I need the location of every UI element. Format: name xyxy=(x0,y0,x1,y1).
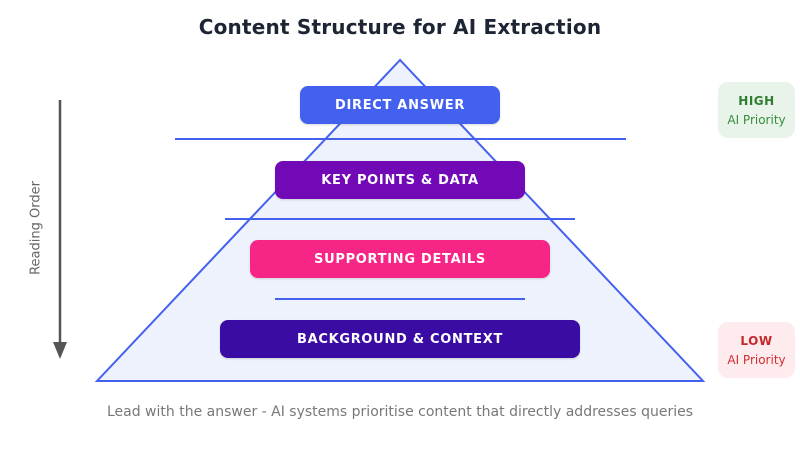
pyramid-level-key-points: KEY POINTS & DATA xyxy=(275,161,525,199)
pyramid-level-label: BACKGROUND & CONTEXT xyxy=(296,331,504,347)
pyramid-level-background-context: BACKGROUND & CONTEXT xyxy=(220,320,580,358)
low-priority-label: LOW xyxy=(740,333,773,348)
pyramid-level-supporting-details: SUPPORTING DETAILS xyxy=(250,240,550,278)
pyramid-level-label: SUPPORTING DETAILS xyxy=(314,251,486,267)
pyramid-shape xyxy=(94,58,706,382)
high-priority-badge: HIGH AI Priority xyxy=(718,82,795,138)
pyramid-level-label: DIRECT ANSWER xyxy=(334,97,466,113)
reading-order-arrowhead-icon xyxy=(53,342,67,359)
page-title: Content Structure for AI Extraction xyxy=(198,15,602,39)
diagram-caption: Lead with the answer - AI systems priori… xyxy=(106,404,694,420)
high-priority-sublabel: AI Priority xyxy=(727,112,786,127)
low-priority-sublabel: AI Priority xyxy=(727,352,786,367)
high-priority-label: HIGH xyxy=(738,93,775,108)
low-priority-badge: LOW AI Priority xyxy=(718,322,795,378)
reading-order-label: Reading Order xyxy=(28,181,44,275)
pyramid-level-direct-answer: DIRECT ANSWER xyxy=(300,86,500,124)
pyramid-level-label: KEY POINTS & DATA xyxy=(321,172,479,188)
